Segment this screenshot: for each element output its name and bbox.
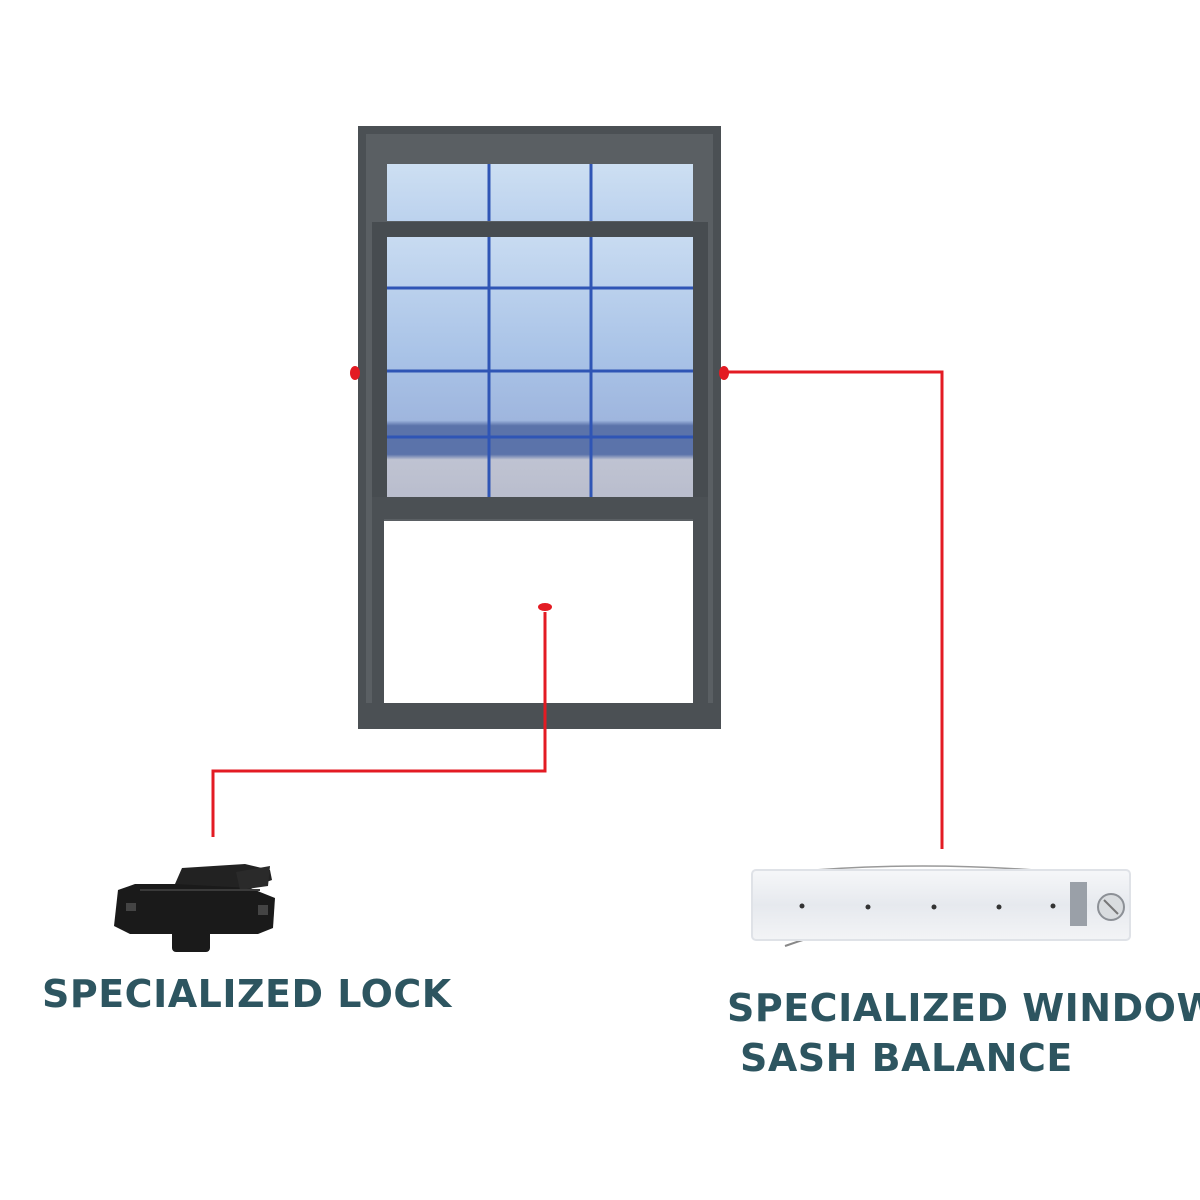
lock-point-marker <box>538 603 552 611</box>
window-sash-glass <box>387 237 693 499</box>
lock-icon <box>114 864 275 952</box>
sash-balance-label-line2: SASH BALANCE <box>740 1036 1073 1080</box>
balance-point-marker <box>719 366 729 380</box>
lock-leader-line <box>211 612 547 837</box>
window-top-glass <box>387 164 693 221</box>
left-point-marker <box>350 366 360 380</box>
balance-leader-line <box>726 370 944 849</box>
window-lower-opening <box>384 521 694 703</box>
window-icon <box>358 126 721 729</box>
lock-label: SPECIALIZED LOCK <box>42 972 452 1016</box>
sash-balance-icon <box>751 865 1131 947</box>
leader-lines <box>211 370 944 849</box>
window-muntins <box>387 237 693 499</box>
sash-balance-label-line1: SPECIALIZED WINDOW <box>727 986 1200 1030</box>
